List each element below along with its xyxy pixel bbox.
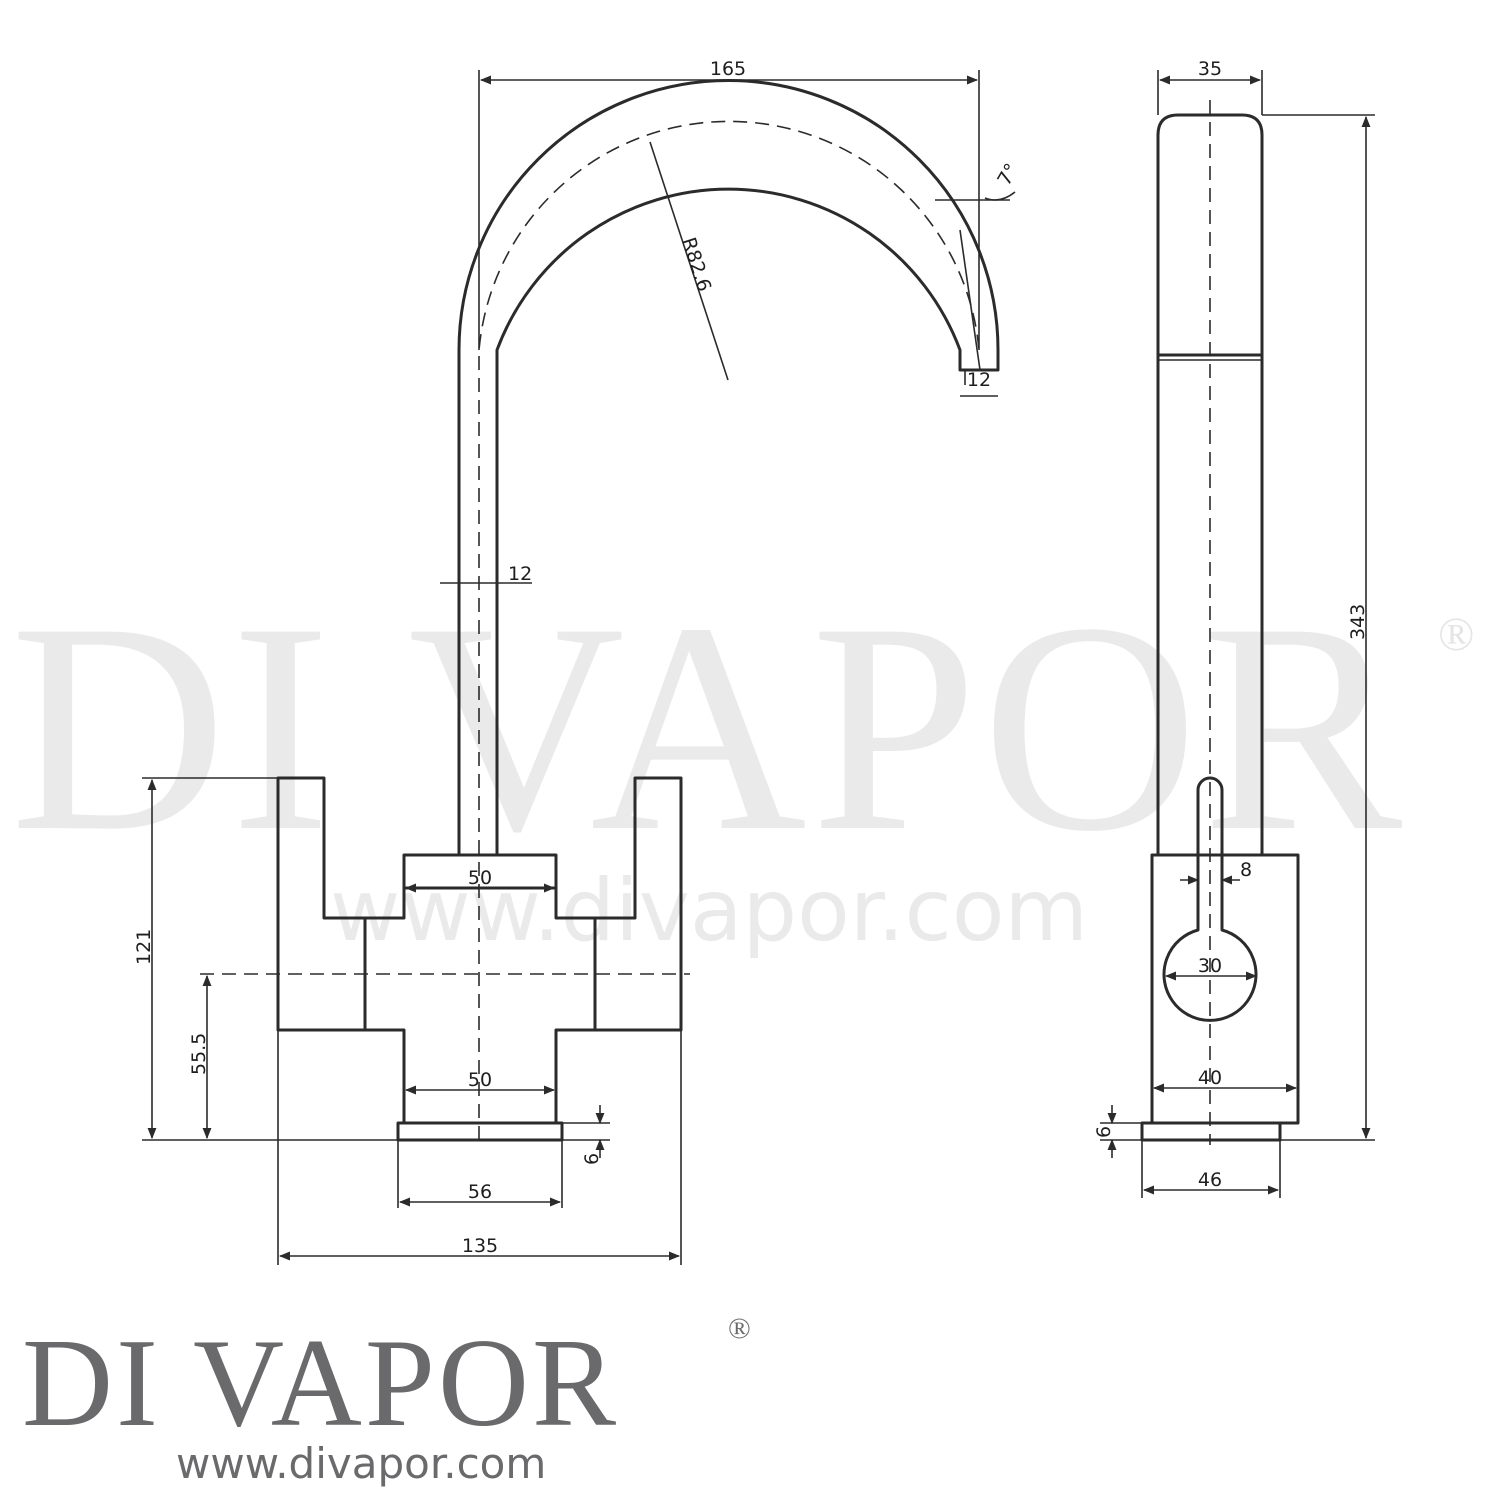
dim-base-height: 6 <box>581 1153 603 1165</box>
base-plate <box>396 1121 564 1142</box>
watermark-url: www.divapor.com <box>330 861 1088 961</box>
dim-overall-height: 343 <box>1347 604 1369 640</box>
watermark-brand: DI VAPOR <box>10 561 1406 893</box>
side-lever-outline <box>1162 776 1258 1022</box>
dim-lever-disc: 30 <box>1198 955 1222 977</box>
dim-spout-radius: R82.6 <box>677 235 715 295</box>
watermark-registered-mark: ® <box>1438 608 1474 661</box>
side-base-plate <box>1140 1121 1282 1142</box>
brand-logo: DI VAPOR ® www.divapor.com <box>22 1312 751 1488</box>
dim-overall-width: 135 <box>462 1235 498 1257</box>
side-view: 35 343 8 30 40 6 46 <box>1093 58 1375 1198</box>
dim-spout-reach: 165 <box>710 58 746 80</box>
spout-centreline <box>478 120 980 1140</box>
logo-registered-mark: ® <box>728 1312 751 1345</box>
dim-handle-height: 121 <box>133 929 155 965</box>
watermark: DI VAPOR ® www.divapor.com <box>10 561 1474 961</box>
dim-base-width: 56 <box>468 1181 492 1203</box>
front-view: 165 R82.6 7° 12 12 50 50 56 6 <box>133 58 1023 1265</box>
dim-spout-tube-width: 12 <box>508 563 532 585</box>
logo-url: www.divapor.com <box>176 1439 546 1488</box>
dim-spout-angle: 7° <box>993 160 1023 190</box>
dim-lever-width: 8 <box>1240 859 1252 881</box>
dim-body-top-width: 50 <box>468 867 492 889</box>
dim-body-bottom-width: 50 <box>468 1069 492 1091</box>
side-spout-outline <box>1156 113 1264 855</box>
dim-spout-depth: 35 <box>1198 58 1222 80</box>
dim-base-depth: 46 <box>1198 1169 1222 1191</box>
side-body <box>1150 853 1300 1125</box>
spout-outer-outline <box>457 79 1000 855</box>
logo-brand: DI VAPOR <box>22 1314 619 1453</box>
dim-side-base-height: 6 <box>1093 1126 1115 1138</box>
dim-body-depth: 40 <box>1198 1067 1222 1089</box>
dim-spout-tip-width: 12 <box>967 369 991 391</box>
dim-centre-height: 55.5 <box>188 1033 210 1075</box>
